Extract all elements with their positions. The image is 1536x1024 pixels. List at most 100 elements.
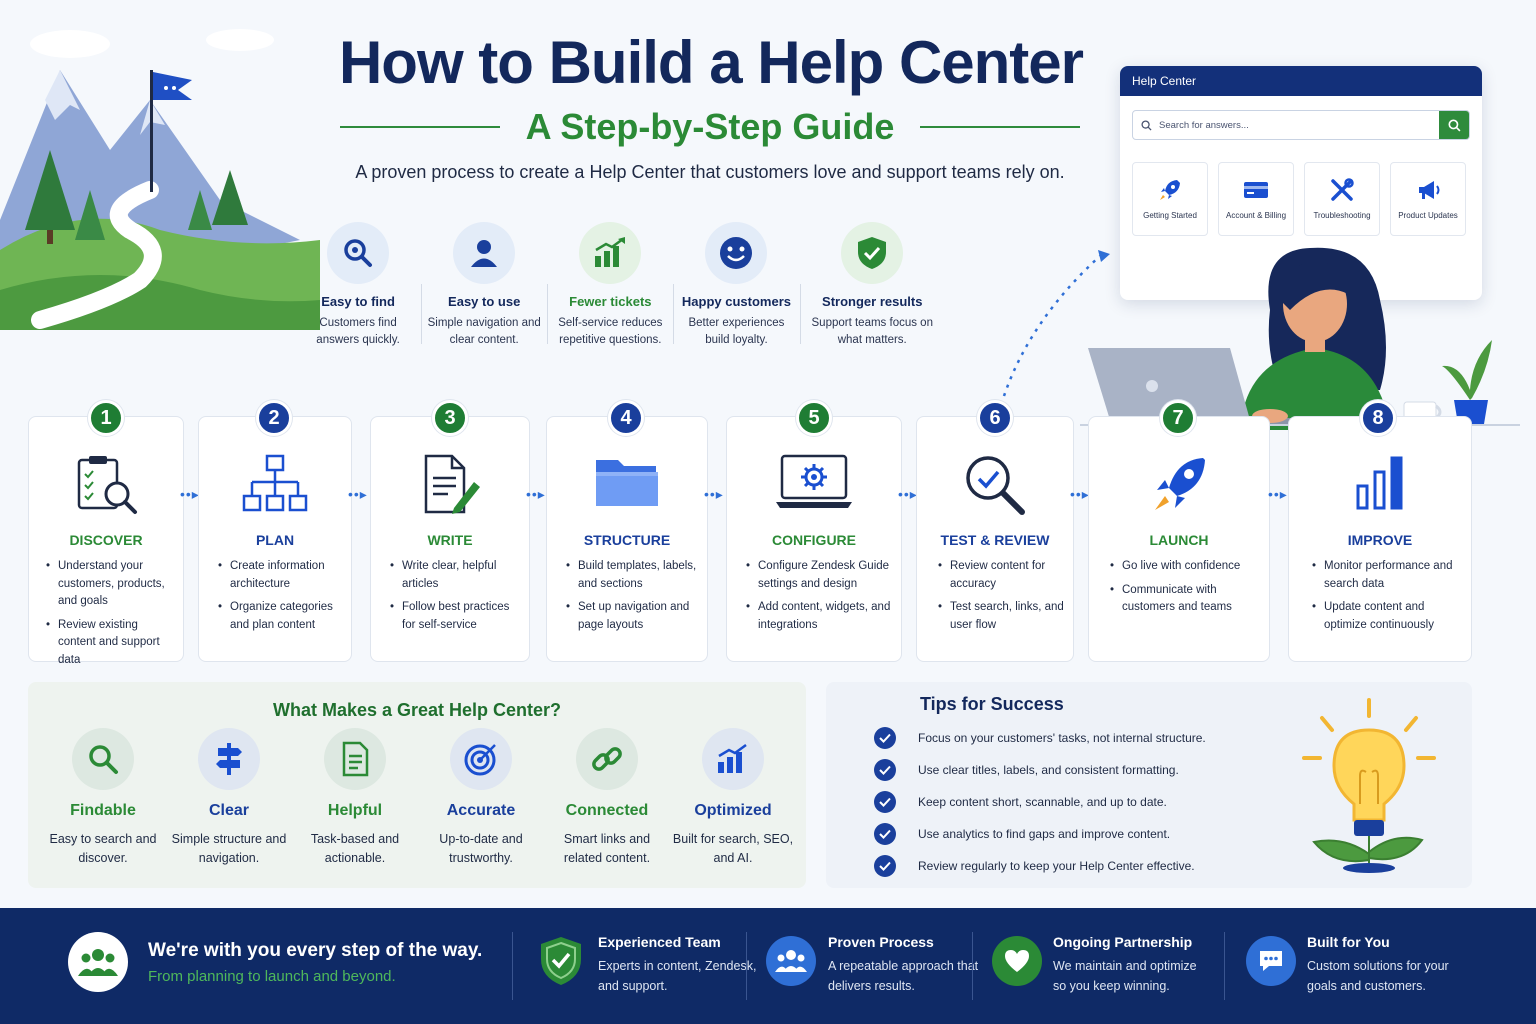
step-bullets: Monitor performance and search data Upda… [1312,558,1462,640]
hierarchy-icon [198,452,352,520]
footer-main-subtitle: From planning to launch and beyond. [148,968,396,985]
step-bullet: Create information architecture [218,558,346,593]
help-center-search-bar[interactable]: Search for answers... [1132,110,1470,140]
flow-arrow: ••▸ [180,486,200,502]
quality-desc: Built for search, SEO, and AI. [672,832,794,865]
bar-chart-icon [1288,452,1472,520]
footer-item-desc: Custom solutions for your goals and cust… [1307,959,1449,993]
tip-text: Use clear titles, labels, and consistent… [918,763,1179,777]
magnifier-check-icon [916,452,1074,520]
shield-check-icon [841,222,904,284]
tip-item: Use clear titles, labels, and consistent… [874,754,1206,786]
quality-title: Findable [70,802,136,819]
step-title: STRUCTURE [583,532,671,548]
step-bullet: Go live with confidence [1110,558,1264,576]
rocket-icon [1160,180,1180,200]
subtitle-divider-left [340,126,500,128]
benefit-easy-to-use: Easy to use Simple navigation and clear … [421,222,547,352]
step-bullet: Review existing content and support data [46,617,176,670]
footer-item-title: Built for You [1307,934,1390,950]
document-icon [324,728,386,790]
step-title: WRITE [427,532,473,548]
benefit-title: Happy customers [681,294,791,309]
benefit-title: Easy to use [448,294,521,309]
quality-findable: Findable Easy to search and discover. [40,728,166,868]
step-number: 8 [1360,400,1396,436]
step-bullet: Write clear, helpful articles [390,558,522,593]
benefit-desc: Better experiences build loyalty. [688,317,785,346]
step-bullet: Follow best practices for self-service [390,599,522,634]
search-placeholder: Search for answers... [1159,119,1249,131]
step-number: 4 [608,400,644,436]
laptop-gear-icon [726,452,902,520]
search-button[interactable] [1439,111,1469,139]
benefit-desc: Support teams focus on what matters. [811,317,933,346]
quality-helpful: Helpful Task-based and actionable. [292,728,418,868]
subtitle-divider-right [920,126,1080,128]
quality-clear: Clear Simple structure and navigation. [166,728,292,868]
step-card-launch [1088,416,1270,662]
category-getting-started[interactable]: Getting Started [1132,162,1208,236]
footer-banner: We're with you every step of the way. Fr… [0,908,1536,1024]
rocket-icon [1088,452,1270,520]
step-bullet: Review content for accuracy [938,558,1066,593]
benefit-stronger-results: Stronger results Support teams focus on … [799,222,946,352]
footer-item-title: Proven Process [828,934,934,950]
tips-list: Focus on your customers' tasks, not inte… [874,722,1206,882]
lightbulb-plant-icon [1302,698,1436,873]
megaphone-icon [1419,181,1440,199]
step-title: LAUNCH [1149,532,1209,548]
tip-item: Use analytics to find gaps and improve c… [874,818,1206,850]
search-icon [1133,119,1159,131]
step-number: 5 [796,400,832,436]
tip-item: Keep content short, scannable, and up to… [874,786,1206,818]
benefit-desc: Simple navigation and clear content. [427,317,541,346]
category-label: Account & Billing [1225,211,1287,220]
person-icon [453,222,516,284]
woman-laptop-illustration [1080,247,1520,430]
step-bullet: Communicate with customers and teams [1110,582,1264,617]
category-label: Troubleshooting [1313,211,1371,220]
magnifier-icon [72,728,134,790]
benefit-fewer-tickets: Fewer tickets Self-service reduces repet… [547,222,673,352]
signpost-icon [198,728,260,790]
flow-arrow: ••▸ [348,486,368,502]
quality-title: Accurate [446,802,516,819]
step-bullet: Build templates, labels, and sections [566,558,700,593]
category-account-billing[interactable]: Account & Billing [1218,162,1294,236]
step-title: PLAN [255,532,295,548]
step-bullet: Configure Zendesk Guide settings and des… [746,558,896,593]
step-title: TEST & REVIEW [940,532,1050,548]
tip-text: Review regularly to keep your Help Cente… [918,859,1195,873]
page-subtitle: A Step-by-Step Guide [525,106,895,147]
help-center-categories: Getting Started Account & Billing Troubl… [1132,162,1470,236]
step-number: 7 [1160,400,1196,436]
target-icon [450,728,512,790]
mountain-landscape-illustration [0,29,320,330]
step-bullets: Go live with confidence Communicate with… [1110,558,1264,623]
step-bullet: Monitor performance and search data [1312,558,1462,593]
step-bullets: Write clear, helpful articles Follow bes… [390,558,522,640]
check-icon [874,791,896,813]
heart-icon [992,936,1042,986]
shield-check-icon [536,936,586,986]
magnifier-icon [327,222,390,284]
category-troubleshooting[interactable]: Troubleshooting [1304,162,1380,236]
team-icon [68,932,128,992]
smile-icon [705,222,768,284]
footer-item-title: Ongoing Partnership [1053,934,1193,950]
footer-divider [1224,932,1225,1000]
tip-item: Focus on your customers' tasks, not inte… [874,722,1206,754]
quality-desc: Up-to-date and trustworthy. [439,832,523,865]
check-icon [874,823,896,845]
category-label: Product Updates [1398,211,1458,220]
tip-text: Keep content short, scannable, and up to… [918,795,1167,809]
help-center-window-title: Help Center [1120,66,1482,96]
quality-desc: Easy to search and discover. [49,832,157,865]
bar-growth-icon [579,222,642,284]
step-bullets: Configure Zendesk Guide settings and des… [746,558,896,640]
footer-divider [512,932,513,1000]
quality-optimized: Optimized Built for search, SEO, and AI. [670,728,796,868]
quality-desc: Task-based and actionable. [310,832,400,865]
category-product-updates[interactable]: Product Updates [1390,162,1466,236]
